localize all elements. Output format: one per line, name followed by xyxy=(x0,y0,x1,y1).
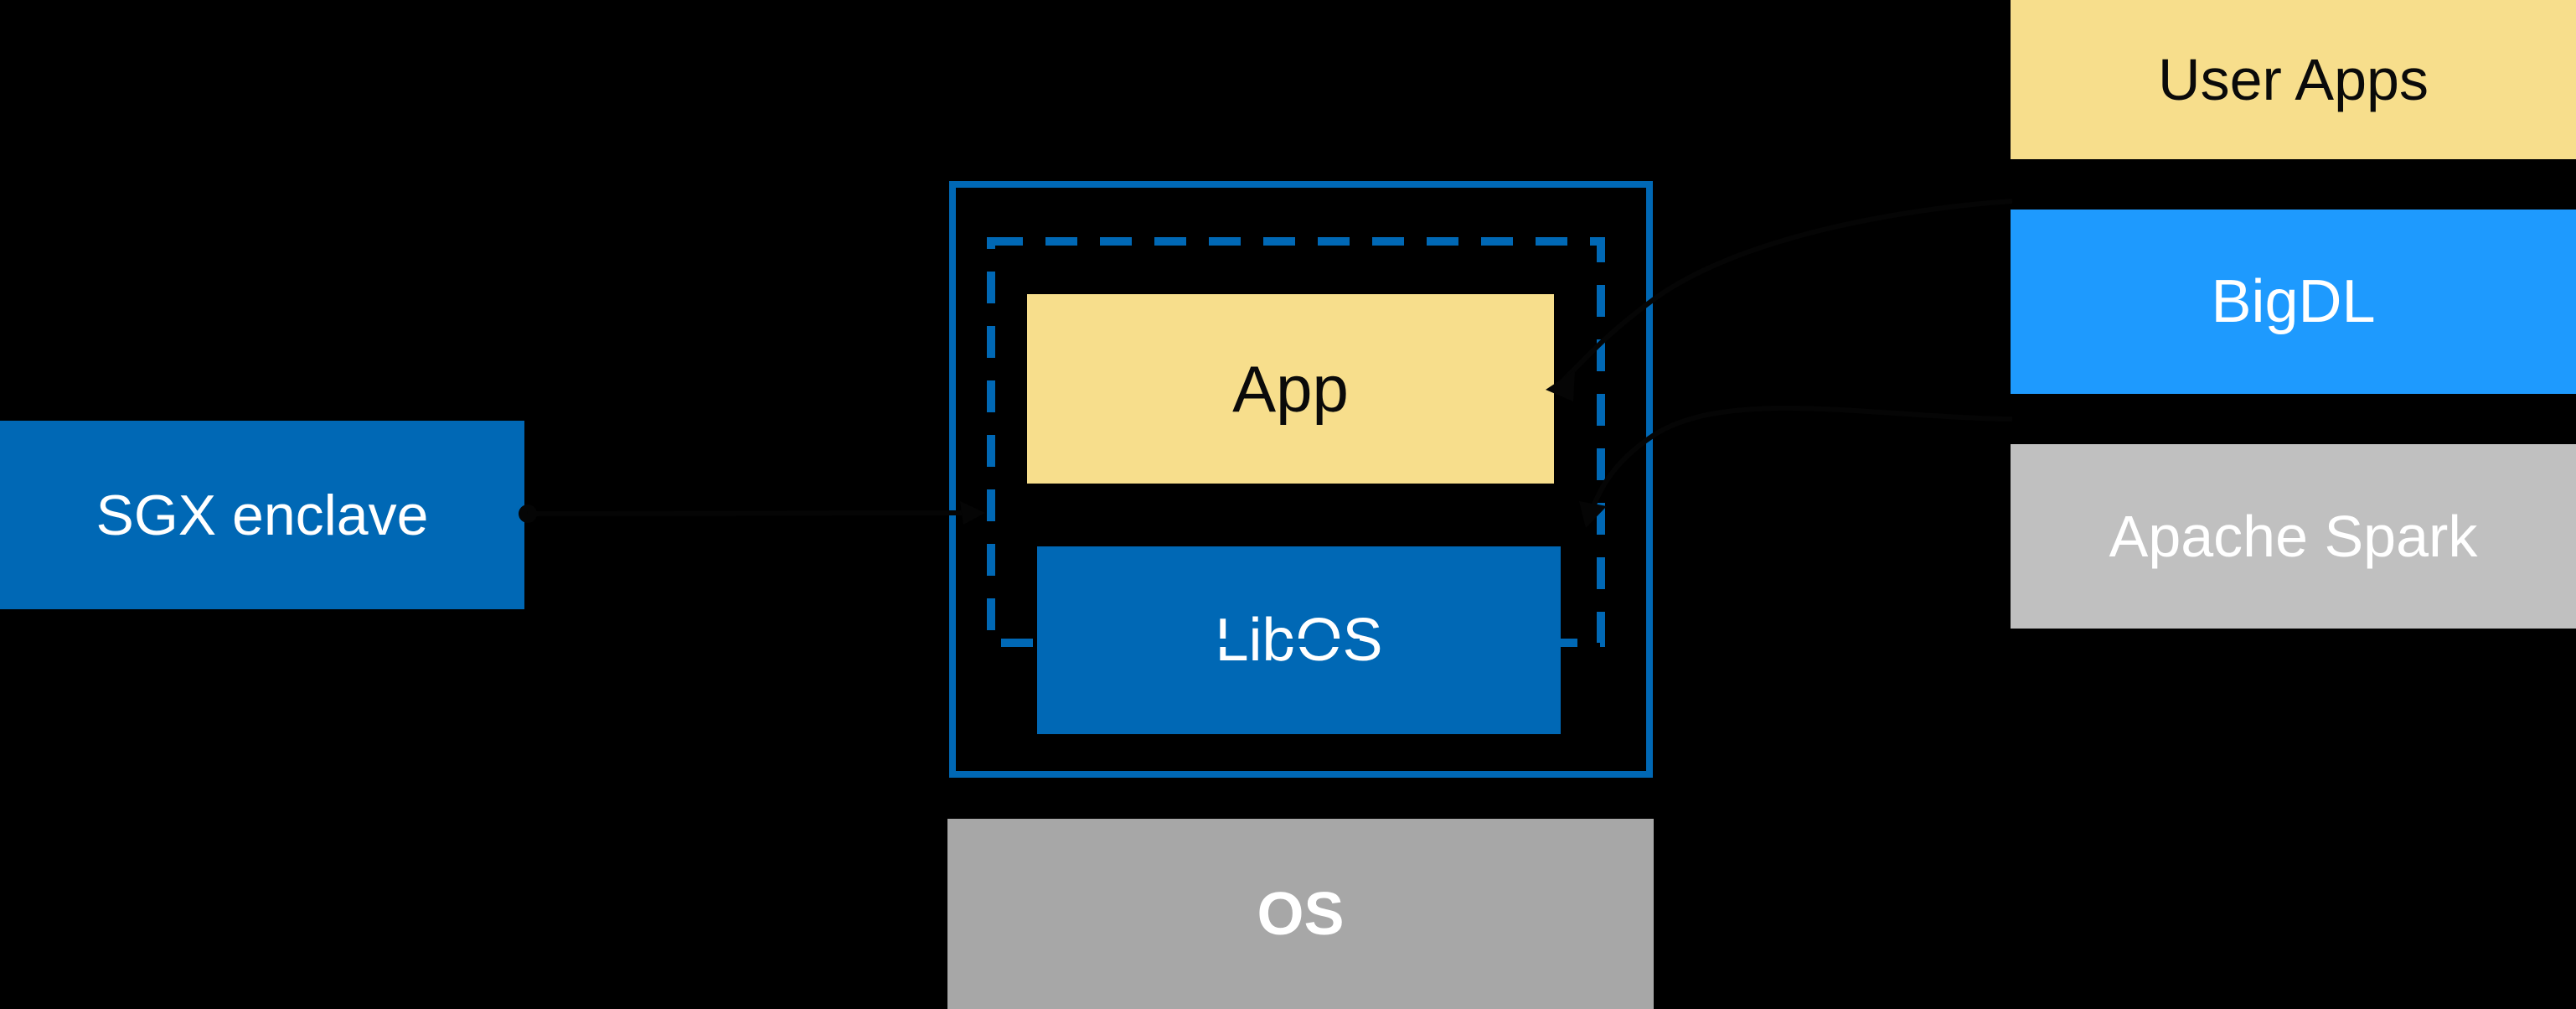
app-label: App xyxy=(1232,352,1349,426)
sgx-connector-arrowhead-icon xyxy=(960,501,985,525)
sgx-enclave-label: SGX enclave xyxy=(96,483,429,547)
sgx-connector-line xyxy=(527,510,976,516)
app-box: App xyxy=(1027,294,1554,484)
os-box: OS xyxy=(947,819,1654,1009)
stack-to-app-arrow-line xyxy=(1557,199,2013,386)
spark-box: Apache Spark xyxy=(2011,444,2576,629)
libos-label: LibOS xyxy=(1215,607,1383,674)
bigdl-label: BigDL xyxy=(2211,268,2376,335)
user-apps-label: User Apps xyxy=(2158,47,2429,112)
sgx-enclave-box: SGX enclave xyxy=(0,421,524,609)
libos-box: LibOS xyxy=(1037,546,1561,734)
stack-to-enclave-arrow-line xyxy=(1587,406,2013,519)
user-apps-box: User Apps xyxy=(2011,0,2576,159)
spark-label: Apache Spark xyxy=(2109,504,2478,569)
bigdl-box: BigDL xyxy=(2011,210,2576,394)
stack-to-enclave-arrowhead-icon xyxy=(1579,501,1607,528)
os-label: OS xyxy=(1257,880,1345,948)
